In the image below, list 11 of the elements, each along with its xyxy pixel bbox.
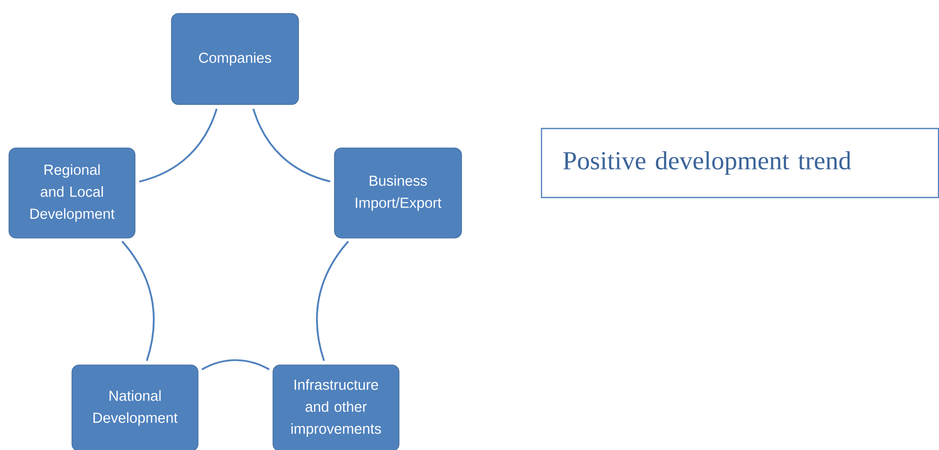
connector-arc xyxy=(121,240,155,362)
connector-arc xyxy=(201,359,270,370)
text-box: Positive development trend xyxy=(540,128,939,198)
process-box: Business Import/Export xyxy=(334,148,462,238)
process-box: Regional and Local Development xyxy=(8,148,136,238)
process-box: Companies xyxy=(171,13,299,105)
connector-arc xyxy=(139,108,218,182)
process-box: Infrastructure and other improvements xyxy=(272,364,400,450)
connector-arc xyxy=(316,240,349,362)
process-box: National Development xyxy=(72,364,198,450)
connector-arc xyxy=(252,108,330,182)
